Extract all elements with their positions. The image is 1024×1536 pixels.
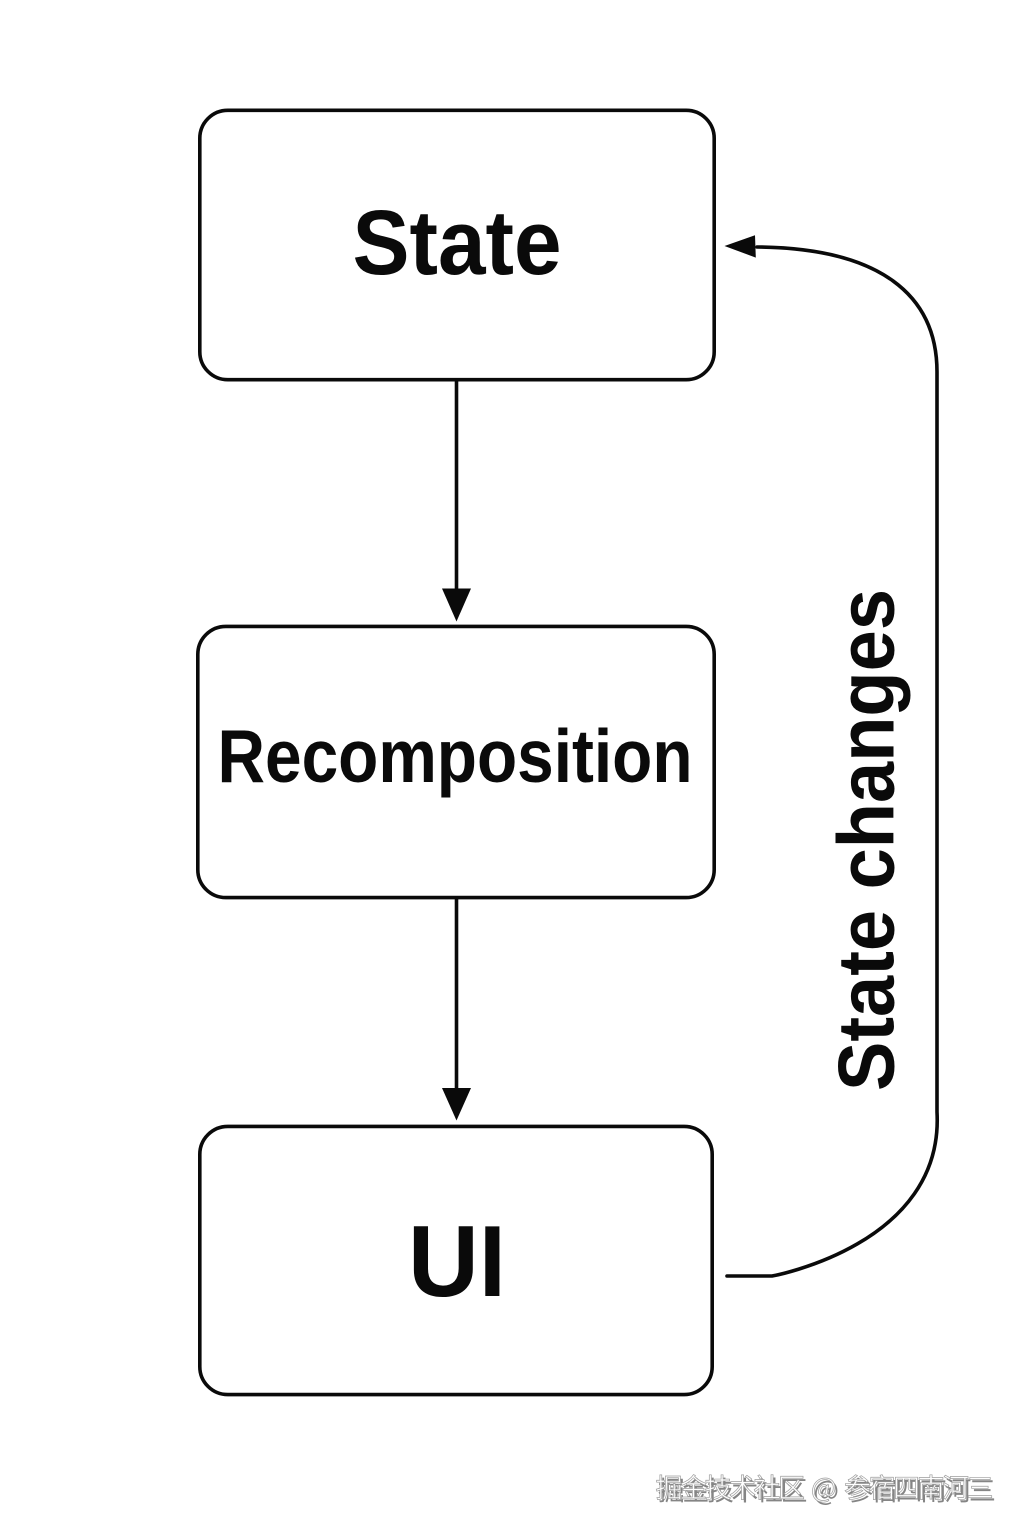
svg-text:State: State: [353, 192, 562, 294]
svg-text:Recomposition: Recomposition: [218, 714, 693, 798]
svg-text:State changes: State changes: [822, 589, 911, 1091]
svg-text:UI: UI: [408, 1206, 506, 1318]
